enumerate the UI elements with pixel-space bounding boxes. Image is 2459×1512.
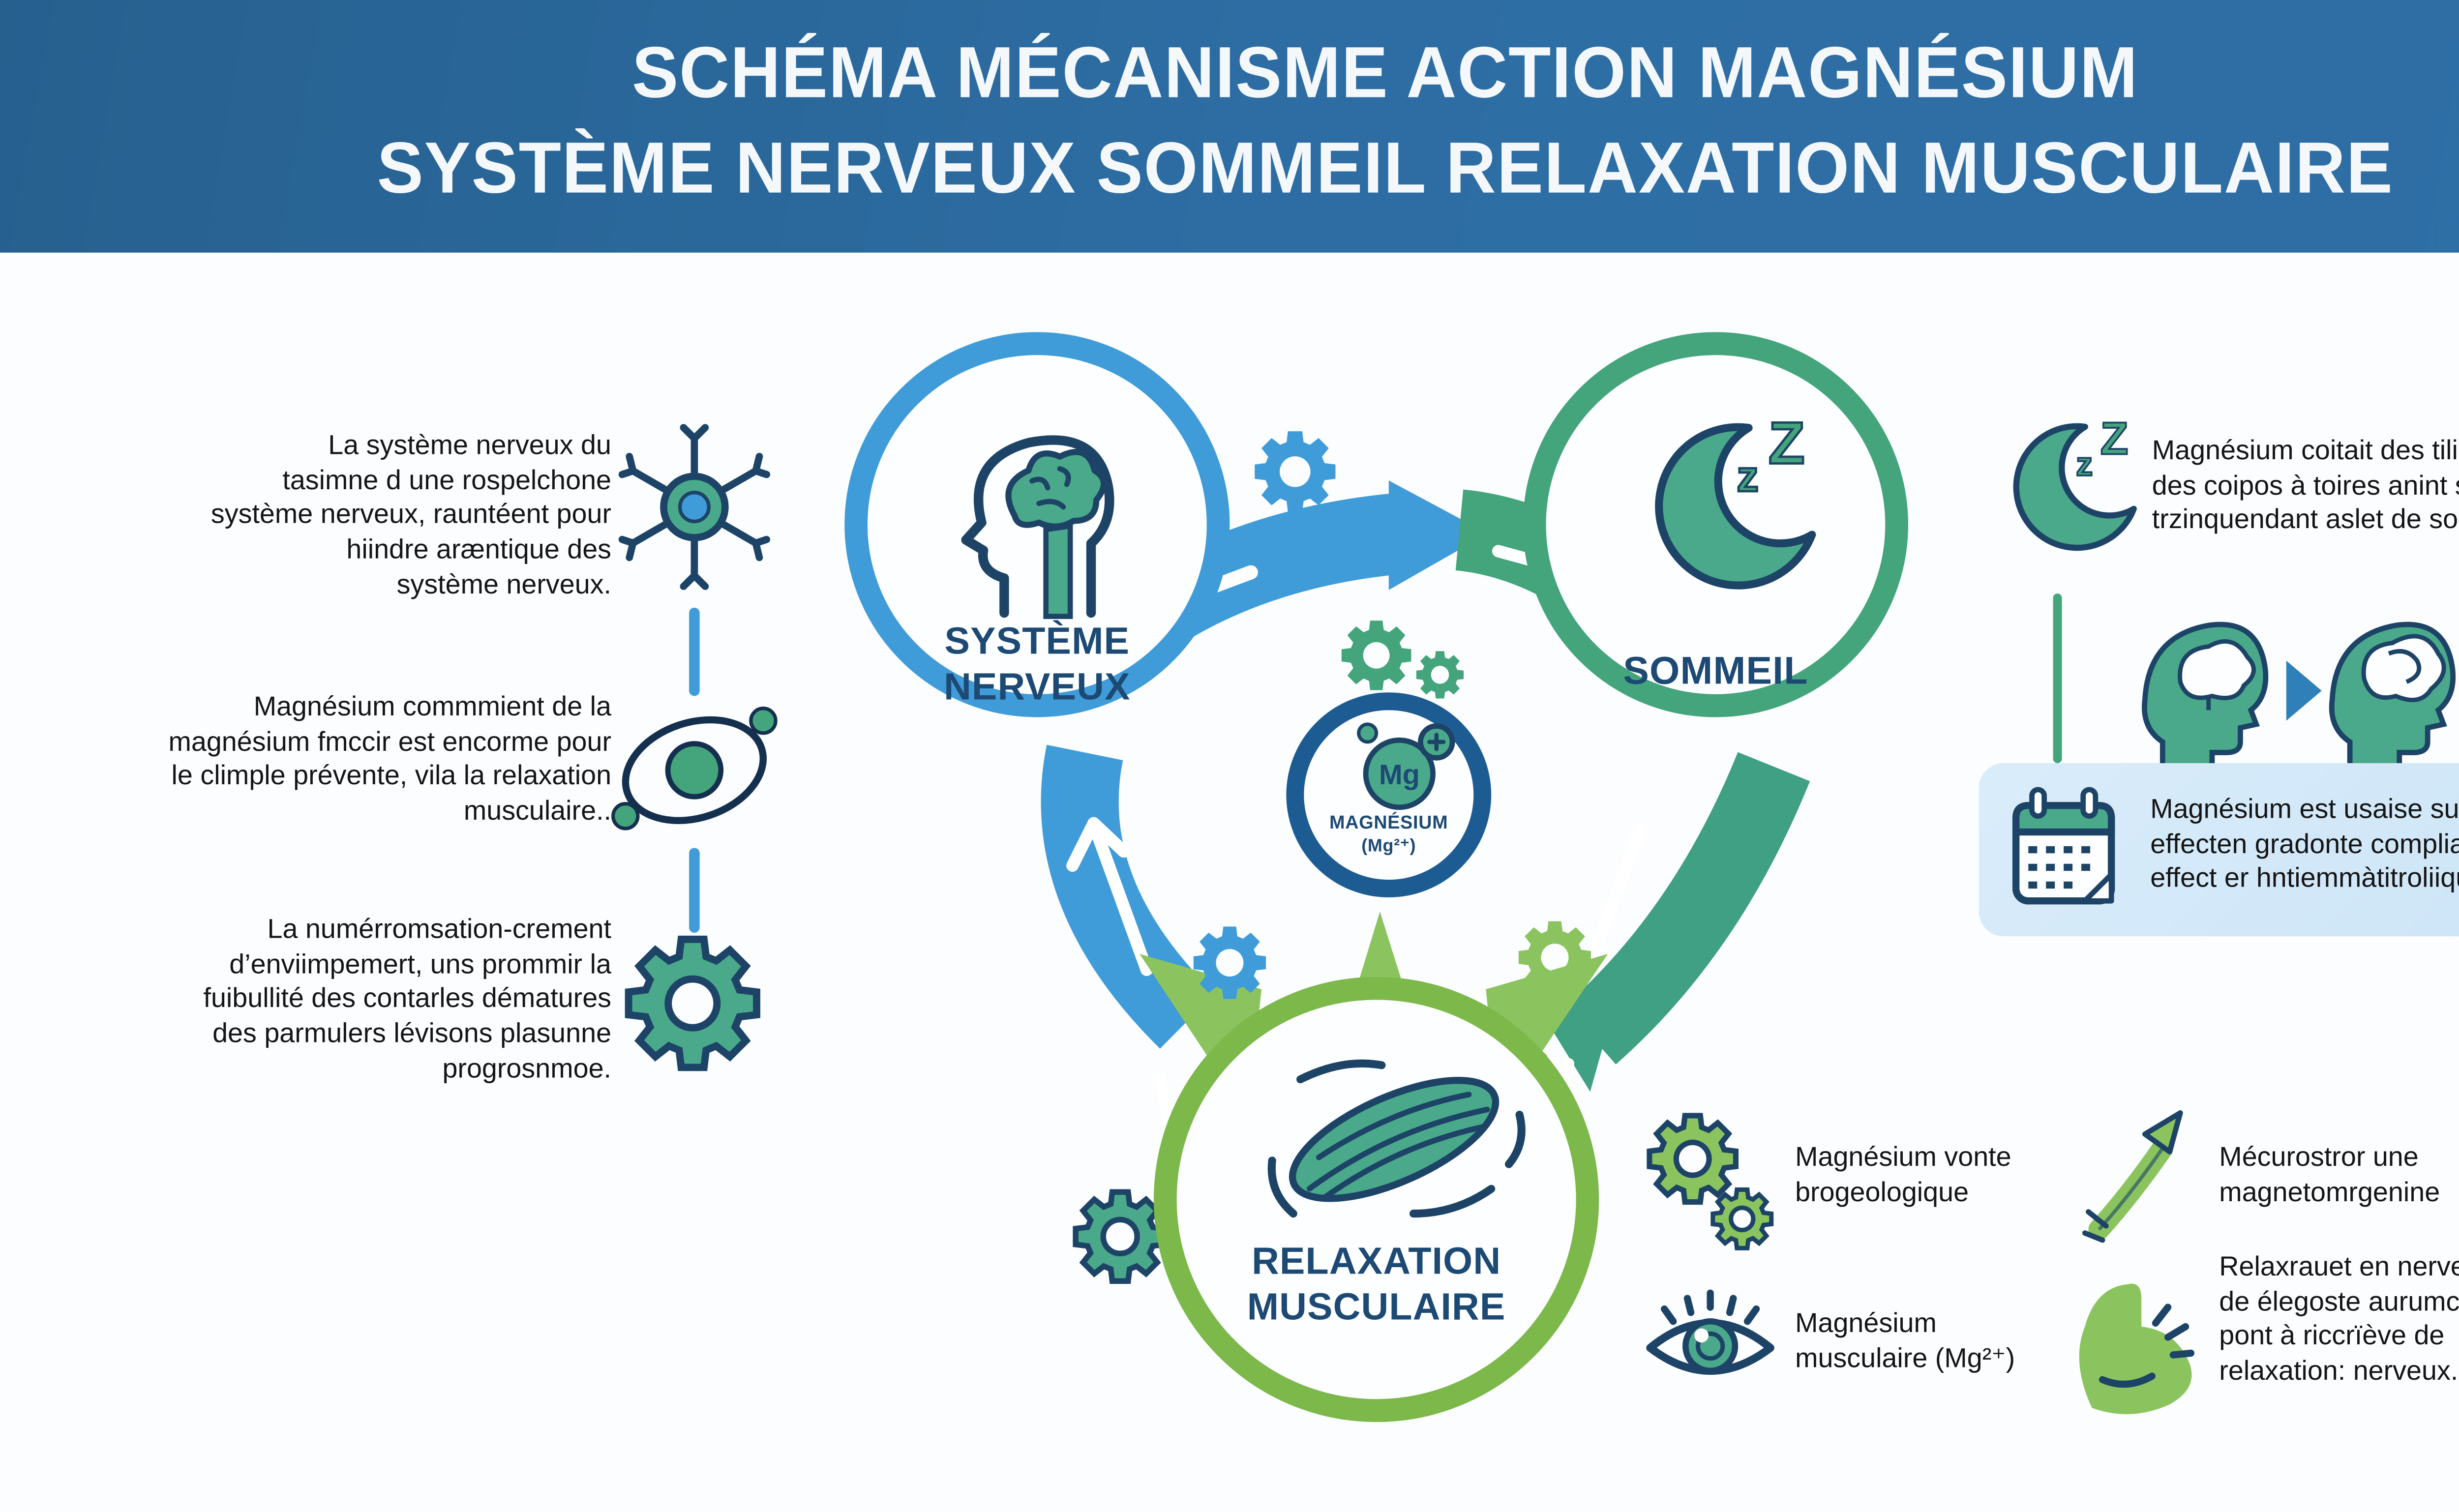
text-line: pont à riccrïève de <box>2219 1322 2445 1352</box>
brain-head-icon <box>938 390 1147 620</box>
text-line: effecten gradonte compliant du <box>2150 830 2459 860</box>
arrow-relax-to-nervous <box>1041 744 1215 1049</box>
text-line: relaxation: nerveux. <box>2219 1357 2459 1387</box>
atom-icon <box>611 703 778 834</box>
legend-item-label: Magnésium musculaire (Mg²⁺) <box>1795 1307 2096 1377</box>
text-line: Relaxrauet en nerveux <box>2219 1252 2459 1283</box>
text-line: Mécurostror une <box>2219 1143 2419 1173</box>
circle-label: RELAXATION <box>1252 1240 1501 1283</box>
text-line: La système nerveux du <box>328 431 612 461</box>
bicep-icon <box>2067 1268 2205 1420</box>
text-line: Magnésium coitait des tilirement <box>2152 436 2459 467</box>
text-line: magnésium fmccir est encorme pour <box>168 727 612 758</box>
circle-label: MUSCULAIRE <box>1247 1286 1506 1329</box>
circle-label: SYSTÈME <box>944 620 1130 663</box>
moon-zz-icon <box>1638 415 1835 599</box>
text-line: système nerveux, rauntéent pour <box>210 500 612 531</box>
arrow-sleep-to-relax <box>1564 752 1810 1065</box>
text-line: d’enviimpemert, uns prommir la <box>229 949 612 980</box>
gear-icon <box>1518 921 1591 994</box>
circle-label: SOMMEIL <box>1623 648 1808 693</box>
legend-item-label: Relaxrauet en nerveux de élegoste aurumc… <box>2219 1251 2459 1390</box>
text-line: effect er hntiemmàtitroliique. <box>2150 864 2459 895</box>
legend-item-label: Mécurostror une magnetomrgenine <box>2219 1141 2459 1211</box>
text-line: système nerveux. <box>396 570 612 600</box>
text-line: Magnésium vonte <box>1795 1143 2011 1173</box>
text-line: de élegoste aurumcau <box>2219 1287 2459 1317</box>
text-line: Magnésium <box>1795 1309 1937 1339</box>
info-box: Magnésium est usaise suitvelement effect… <box>1979 763 2459 937</box>
circle-sommeil: SOMMEIL <box>1523 332 1909 717</box>
mg-ion-icon: Mg <box>1347 721 1460 813</box>
circle-magnesium: Mg MAGNÉSIUM (Mg²⁺) <box>1286 692 1492 898</box>
circle-label: NERVEUX <box>944 666 1131 709</box>
magnesium-label: MAGNÉSIUM <box>1329 812 1448 834</box>
calendar-icon <box>2007 786 2120 914</box>
title-line-2: SYSTÈME NERVEUX SOMMEIL RELAXATION MUSCU… <box>377 127 2394 208</box>
gear-icon <box>1341 621 1411 690</box>
header: SCHÉMA MÉCANISME ACTION MAGNÉSIUM SYSTÈM… <box>0 0 2459 253</box>
text-line: fuibullité des contarles dématures <box>203 984 612 1015</box>
arrow-right-icon <box>2286 660 2322 721</box>
text-line: musculaire (Mg²⁺) <box>1795 1343 2015 1374</box>
text-line: des coipos à toires anint suremne <box>2152 471 2459 502</box>
note-numerisation: La numérromsation-crement d’enviimpemert… <box>53 913 611 1087</box>
connector-line <box>689 848 700 933</box>
connector-line <box>2053 593 2062 764</box>
note-nervous-system: La système nerveux du tasimne d une rosp… <box>53 429 611 603</box>
text-line: trzinquendant aslet de sommeil. <box>2152 505 2459 536</box>
note-calendar: Magnésium est usaise suitvelement effect… <box>2150 793 2459 897</box>
connector-line <box>689 607 700 696</box>
head-transition-icon <box>2131 600 2456 770</box>
text-line: des parmulers lévisons plasunne <box>212 1019 612 1050</box>
neuron-icon <box>615 424 774 590</box>
text-line: magnetomrgenine <box>2219 1178 2440 1208</box>
gear-icon <box>1416 651 1464 699</box>
circle-relaxation-musculaire: RELAXATION MUSCULAIRE <box>1153 977 1599 1423</box>
gear-icon <box>1255 431 1336 512</box>
magnesium-formula: (Mg²⁺) <box>1361 837 1416 857</box>
title-line-1: SCHÉMA MÉCANISME ACTION MAGNÉSIUM <box>632 31 2139 113</box>
text-line: progrosnmoe. <box>442 1054 612 1084</box>
text-line: tasimne d une rospelchone <box>282 466 612 496</box>
text-line: hiindre aræntique des <box>346 535 612 565</box>
note-magnesium-muscle: Magnésium commmient de la magnésium fmcc… <box>35 691 611 830</box>
gear-icon <box>1076 1192 1165 1281</box>
arrow-up-icon <box>2078 1102 2201 1244</box>
note-sleep: Magnésium coitait des tilirement des coi… <box>2152 435 2459 539</box>
text-line: le climple prévente, vila la relaxation <box>171 762 612 792</box>
eye-icon <box>1640 1282 1781 1389</box>
mg-symbol: Mg <box>1379 759 1420 791</box>
legend-item-label: Magnésium vonte brogeologique <box>1795 1141 2078 1211</box>
text-line: Magnésium commmient de la <box>253 692 612 723</box>
text-line: Magnésium est usaise suitvelement <box>2150 795 2459 825</box>
circle-systeme-nerveux: SYSTÈME NERVEUX <box>844 332 1230 717</box>
arrowhead-blue <box>1388 480 1488 590</box>
text-line: brogeologique <box>1795 1178 1969 1208</box>
text-line: La numérromsation-crement <box>267 915 612 946</box>
gear-icon <box>1193 926 1266 999</box>
muscle-fiber-icon <box>1261 1053 1530 1226</box>
text-line: musculaire.. <box>463 797 612 827</box>
